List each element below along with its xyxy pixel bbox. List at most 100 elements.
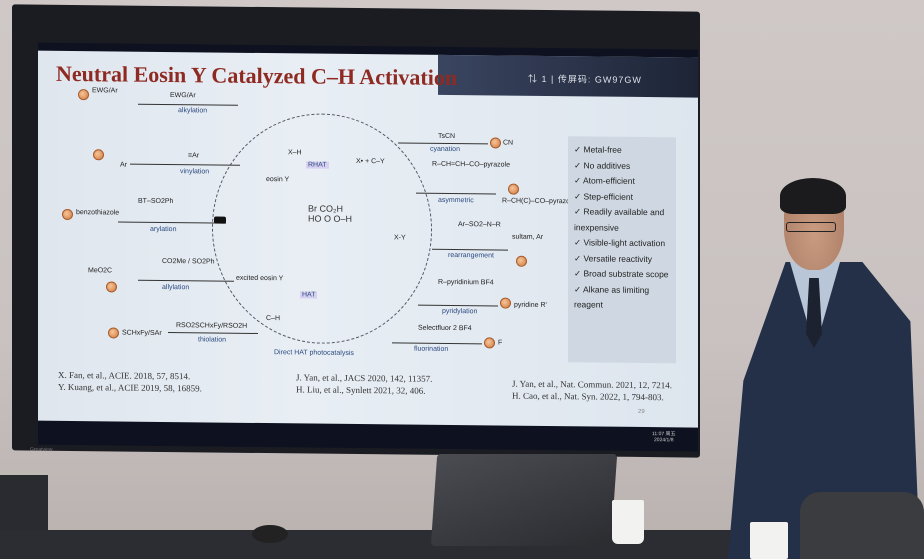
computer-mouse — [252, 525, 288, 543]
allylation-reagent: CO2Me / SO2Ph — [162, 257, 215, 266]
excited-eosin-label: excited eosin Y — [236, 274, 284, 283]
vinylation-reagent: ≡Ar — [188, 152, 200, 160]
asymmetric-product: R–CH(C)–CO–pyrazole — [502, 197, 576, 206]
arrow — [118, 221, 226, 224]
page-number: 29 — [638, 408, 645, 416]
advantage-text: Atom-efficient — [583, 175, 635, 186]
advantage-item: ✓ Visible-light activation — [574, 237, 666, 249]
allylation-product: MeO2C — [88, 267, 113, 275]
arylation-label: arylation — [150, 225, 177, 234]
substrate-ball-icon — [484, 337, 495, 349]
fluorination-reagent: Selectfluor 2 BF4 — [418, 324, 472, 333]
advantage-text: No additives — [583, 159, 631, 171]
alkylation-product: EWG/Ar — [92, 87, 118, 95]
cyanation-product: CN — [503, 139, 514, 147]
substrate-ball-icon — [78, 89, 89, 101]
paper-cup — [750, 522, 788, 559]
xy-product: X• + C–Y — [356, 158, 385, 166]
advantage-item: ✓ No additives — [574, 159, 631, 171]
tv-display: Neutral Eosin Y Catalyzed C–H Activation… — [12, 4, 700, 458]
share-code: ⇅ 1 | 传屏码: GW97GW — [528, 73, 642, 85]
vinylation-product: Ar — [120, 161, 127, 169]
tv-brand-logo: Greatview — [30, 446, 53, 453]
arrow — [418, 304, 498, 307]
substrate-ball-icon — [490, 137, 501, 149]
advantage-text: Alkane as limiting reagent — [574, 283, 650, 310]
arylation-reagent: BT–SO2Ph — [138, 197, 174, 206]
center-caption: Direct HAT photocatalysis — [274, 349, 354, 357]
advantage-item: ✓ Readily available and inexpensive — [574, 206, 665, 233]
arrow — [392, 342, 482, 345]
pyridylation-reagent: R–pyridinium BF4 — [438, 278, 494, 287]
reference: H. Liu, et al., Synlett 2021, 32, 406. — [296, 384, 426, 396]
hat-label: HAT — [300, 291, 318, 299]
rhat-label: RHAT — [306, 161, 329, 169]
rearrangement-reagent: Ar–SO2–N–R — [458, 221, 501, 229]
screen: Neutral Eosin Y Catalyzed C–H Activation… — [38, 42, 698, 452]
reference: Y. Kuang, et al., ACIE 2019, 58, 16859. — [58, 381, 202, 394]
substrate-ball-icon — [62, 208, 73, 221]
advantage-text: Step-efficient — [583, 190, 633, 202]
thiolation-product: SCHxFy/SAr — [122, 329, 162, 337]
substrate-ball-icon — [93, 149, 104, 161]
alkylation-label: alkylation — [178, 107, 208, 115]
advantage-item: ✓ Versatile reactivity — [574, 252, 652, 264]
thiolation-reagent: RSO2SCHxFy/RSO2H — [176, 322, 248, 330]
taskbar-clock: 11:07 周五 2024/1/8 — [652, 431, 676, 443]
paper-cup — [612, 500, 644, 544]
advantage-text: Readily available and inexpensive — [574, 206, 665, 233]
backpack — [800, 492, 924, 559]
allylation-label: allylation — [162, 283, 190, 292]
laptop — [430, 454, 618, 546]
arrow — [398, 142, 488, 145]
arrow — [416, 192, 496, 195]
clock-date: 2024/1/8 — [654, 437, 674, 444]
arrow — [168, 332, 258, 334]
references-left: X. Fan, et al., ACIE. 2018, 57, 8514. Y.… — [58, 369, 202, 395]
arrow — [432, 248, 508, 251]
presenter-glasses — [786, 222, 836, 232]
references-right: J. Yan, et al., Nat. Commun. 2021, 12, 7… — [512, 378, 672, 404]
advantage-text: Visible-light activation — [583, 237, 666, 249]
slide: Neutral Eosin Y Catalyzed C–H Activation… — [38, 50, 698, 428]
asymmetric-reagent: R–CH=CH–CO–pyrazole — [432, 160, 511, 169]
cyanation-reagent: TsCN — [438, 132, 456, 141]
substrate-ball-icon — [508, 183, 519, 195]
asymmetric-label: asymmetric — [438, 196, 474, 205]
references-middle: J. Yan, et al., JACS 2020, 142, 11357. H… — [296, 371, 432, 396]
lamp-icon — [214, 216, 226, 224]
arylation-product: benzothiazole — [76, 209, 120, 217]
substrate-ball-icon — [106, 281, 117, 293]
advantage-item: ✓ Broad substrate scope — [574, 268, 669, 280]
reference: H. Cao, et al., Nat. Syn. 2022, 1, 794-8… — [512, 390, 664, 403]
arrow — [130, 163, 240, 166]
substrate-ball-icon — [516, 255, 527, 267]
vinylation-label: vinylation — [180, 168, 210, 176]
fluorination-label: fluorination — [414, 345, 449, 353]
catalytic-cycle-circle — [212, 112, 432, 345]
xh-label: X–H — [288, 149, 302, 157]
advantage-item: ✓ Alkane as limiting reagent — [574, 283, 650, 310]
pyridylation-product: pyridine R' — [514, 301, 547, 309]
advantages-box: ✓ Metal-free ✓ No additives ✓ Atom-effic… — [568, 136, 676, 364]
rearrangement-product: sultam, Ar — [512, 233, 544, 241]
arrow — [138, 279, 234, 282]
advantage-text: Metal-free — [583, 144, 622, 155]
fluorination-product: F — [498, 339, 503, 347]
advantage-item: ✓ Step-efficient — [574, 190, 633, 202]
thiolation-label: thiolation — [198, 336, 227, 344]
rearrangement-label: rearrangement — [448, 251, 494, 260]
advantage-item: ✓ Atom-efficient — [574, 175, 635, 186]
arrow — [138, 103, 238, 106]
advantage-item: ✓ Metal-free — [574, 144, 622, 155]
presenter-hair — [780, 178, 846, 214]
alkylation-reagent: EWG/Ar — [170, 92, 196, 100]
substrate-ball-icon — [108, 327, 119, 339]
advantage-text: Broad substrate scope — [583, 268, 669, 280]
ch-label: C–H — [266, 315, 281, 323]
presenter-tie — [806, 278, 822, 348]
advantage-text: Versatile reactivity — [583, 252, 652, 264]
xy-label: X-Y — [394, 234, 406, 242]
pyridylation-label: pyridylation — [442, 307, 478, 316]
